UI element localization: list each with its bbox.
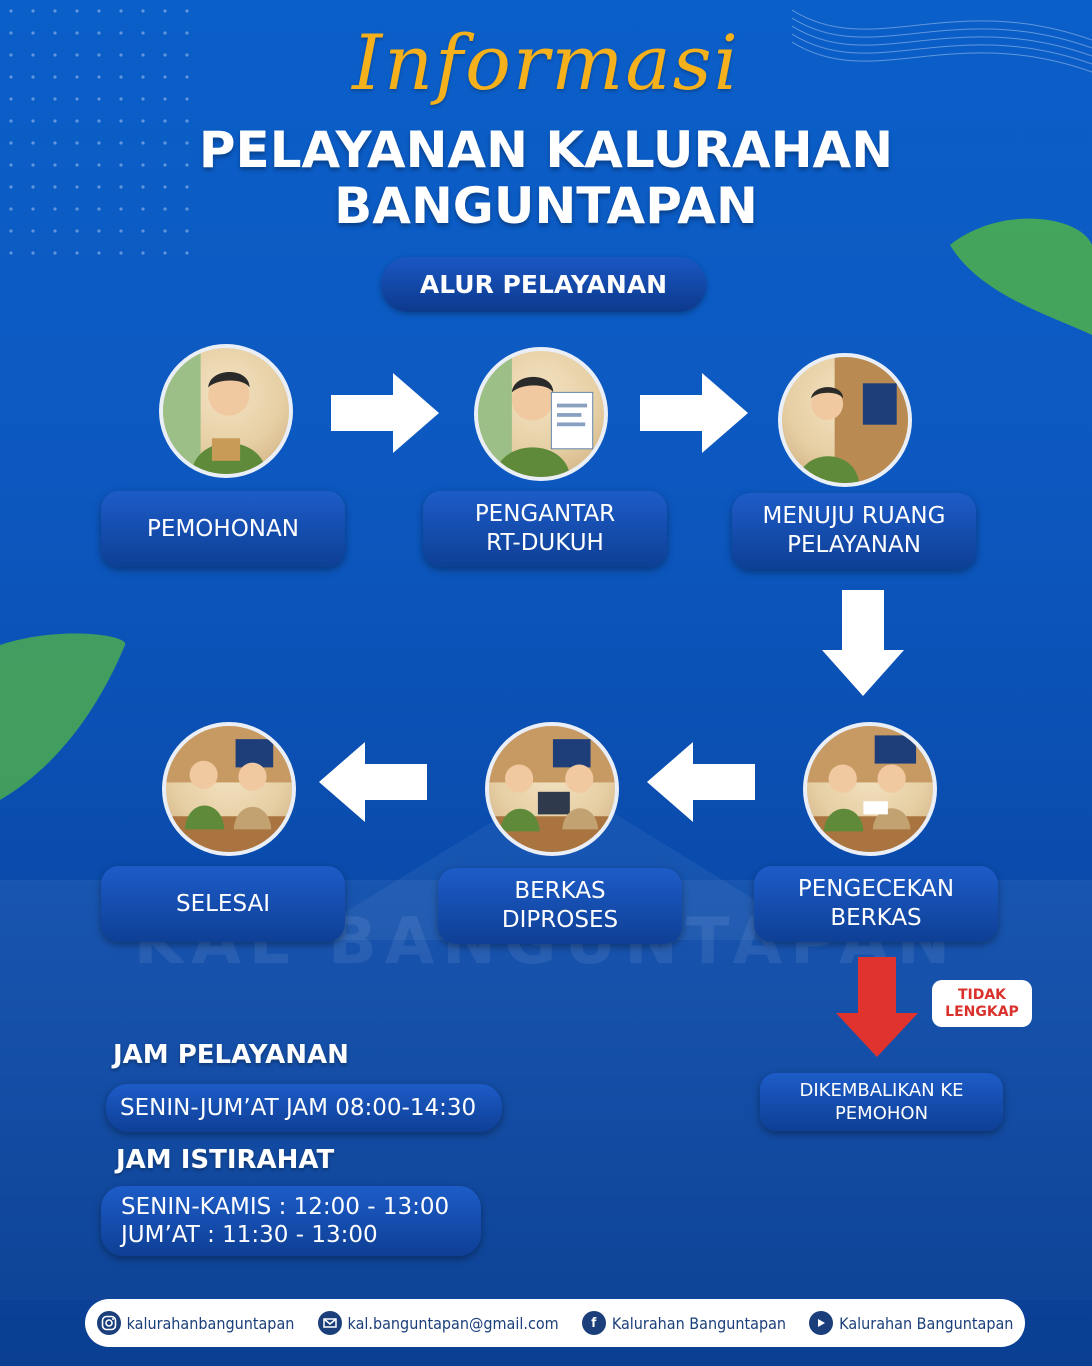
- instagram-icon: [96, 1311, 121, 1335]
- step-image-diproses: [485, 722, 619, 856]
- step-image-menuju-ruang: [778, 353, 912, 487]
- step-pemohonan-label: PEMOHONAN: [147, 515, 299, 542]
- service-hours-text: SENIN-JUM’AT JAM 08:00-14:30: [120, 1095, 477, 1121]
- incomplete-tag: TIDAK LENGKAP: [932, 980, 1032, 1027]
- step-pengantar-label-2: RT-DUKUH: [486, 530, 604, 556]
- step-menuju-ruang-label-1: MENUJU RUANG: [762, 503, 946, 529]
- footer-instagram-handle: kalurahanbanguntapan: [126, 1313, 295, 1333]
- step-menuju-ruang-label-2: PELAYANAN: [787, 532, 921, 558]
- leaf-decoration-right: [950, 218, 1092, 335]
- step-pengecekan-label-2: BERKAS: [830, 905, 922, 931]
- step-pengecekan-berkas: PENGECEKAN BERKAS: [754, 866, 998, 942]
- break-hours-line1: SENIN-KAMIS : 12:00 - 13:00: [121, 1194, 450, 1220]
- step-pengantar-label-1: PENGANTAR: [474, 501, 616, 527]
- step-diproses-label-1: BERKAS: [514, 878, 606, 904]
- step-pengantar: PENGANTAR RT-DUKUH: [423, 491, 667, 567]
- break-hours-heading: JAM ISTIRAHAT: [116, 1145, 335, 1175]
- page-title-line2: BANGUNTAPAN: [334, 177, 758, 235]
- arrow-down-red-icon: [836, 957, 918, 1057]
- footer-email-address: kal.banguntapan@gmail.com: [347, 1313, 559, 1333]
- step-image-selesai: [162, 722, 296, 856]
- returned-to-applicant: DIKEMBALIKAN KE PEMOHON: [760, 1073, 1003, 1131]
- footer-facebook-name: Kalurahan Banguntapan: [611, 1313, 787, 1333]
- flow-heading: ALUR PELAYANAN: [381, 257, 706, 312]
- step-pemohonan: PEMOHONAN: [101, 491, 345, 567]
- service-hours-heading: JAM PELAYANAN: [113, 1040, 349, 1070]
- contact-footer: kalurahanbanguntapan kal.banguntapan@gma…: [85, 1299, 1025, 1347]
- page-title-line1: PELAYANAN KALURAHAN: [198, 121, 894, 179]
- footer-facebook[interactable]: f Kalurahan Banguntapan: [581, 1311, 787, 1335]
- dot-pattern: [0, 0, 200, 260]
- step-pengecekan-label-1: PENGECEKAN: [797, 876, 955, 902]
- arrow-down-icon: [822, 590, 904, 696]
- arrow-right-icon: [640, 373, 748, 453]
- step-image-pemohonan: [159, 344, 293, 478]
- facebook-icon: f: [581, 1311, 606, 1335]
- mail-icon: [317, 1311, 342, 1335]
- step-diproses-label-2: DIPROSES: [501, 907, 619, 933]
- incomplete-tag-line1: TIDAK: [957, 986, 1007, 1003]
- step-selesai-label: SELESAI: [175, 890, 271, 917]
- return-label-2: PEMOHON: [834, 1103, 929, 1124]
- page-title: PELAYANAN KALURAHAN BANGUNTAPAN: [0, 122, 1092, 234]
- step-image-pengecekan: [803, 722, 937, 856]
- step-berkas-diproses: BERKAS DIPROSES: [438, 868, 682, 944]
- footer-youtube-name: Kalurahan Banguntapan: [839, 1313, 1014, 1333]
- youtube-icon: [809, 1311, 834, 1335]
- break-hours-line2: JUM’AT : 11:30 - 13:00: [121, 1222, 378, 1248]
- return-label-1: DIKEMBALIKAN KE: [799, 1080, 964, 1101]
- script-title: Informasi: [352, 18, 740, 107]
- step-selesai: SELESAI: [101, 866, 345, 942]
- incomplete-tag-line2: LENGKAP: [945, 1003, 1019, 1020]
- service-hours-value: SENIN-JUM’AT JAM 08:00-14:30: [106, 1084, 502, 1132]
- step-menuju-ruang: MENUJU RUANG PELAYANAN: [732, 493, 976, 569]
- break-hours-value: SENIN-KAMIS : 12:00 - 13:00 JUM’AT : 11:…: [101, 1186, 481, 1256]
- arrow-left-icon: [319, 742, 427, 822]
- arrow-left-icon: [647, 742, 755, 822]
- footer-youtube[interactable]: Kalurahan Banguntapan: [809, 1311, 1013, 1335]
- footer-email[interactable]: kal.banguntapan@gmail.com: [317, 1311, 559, 1335]
- leaf-decoration-left: [0, 633, 126, 800]
- step-image-pengantar: [474, 347, 608, 481]
- wave-lines-decoration: [792, 9, 1092, 73]
- footer-instagram[interactable]: kalurahanbanguntapan: [96, 1311, 295, 1335]
- arrow-right-icon: [331, 373, 439, 453]
